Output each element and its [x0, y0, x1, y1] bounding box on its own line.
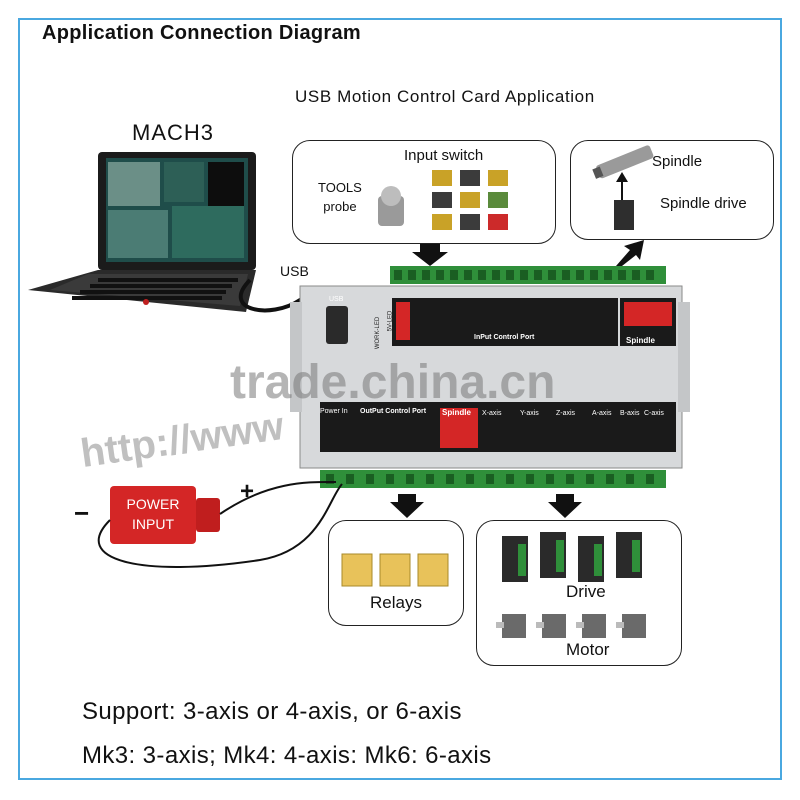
power-minus-sign: −	[74, 498, 90, 528]
work-led-label: WORK-LED	[375, 316, 382, 350]
axis-c-label: C-axis	[644, 410, 664, 417]
input-arrow	[412, 244, 448, 266]
usb-cable-label: USB	[280, 263, 309, 279]
output-port-label: OutPut Control Port	[360, 408, 427, 415]
spindle-drive-label: Spindle drive	[660, 195, 747, 212]
power-wires	[97, 480, 343, 568]
power-input-label: POWER INPUT	[126, 496, 180, 532]
drive-images	[502, 532, 642, 582]
axis-z-label: Z-axis	[556, 410, 576, 417]
laptop-image	[28, 152, 256, 312]
watermark-trade-china: trade.china.cn	[230, 356, 556, 409]
motor-label: Motor	[566, 640, 610, 659]
drive-arrow	[548, 494, 582, 518]
spindle-arrow	[616, 240, 644, 266]
spindle-image	[592, 145, 654, 230]
relay-images	[341, 553, 449, 587]
spindle-port-top-label: Spindle	[626, 336, 655, 345]
axis-y-label: Y-axis	[520, 410, 539, 417]
models-text: Mk3: 3-axis; Mk4: 4-axis: Mk6: 6-axis	[82, 742, 492, 769]
input-switch-box	[292, 140, 556, 244]
relay-arrow	[390, 494, 424, 518]
spindle-label: Spindle	[652, 153, 703, 170]
diagram-title: Application Connection Diagram	[42, 22, 362, 44]
power-input-connector	[196, 498, 220, 532]
5v-led-label: 5V-LED	[387, 310, 394, 332]
axis-b-label: B-axis	[620, 410, 640, 417]
motion-control-board	[290, 266, 690, 488]
power-input-block: POWER INPUT	[110, 486, 196, 544]
diagram-subtitle: USB Motion Control Card Application	[295, 87, 595, 106]
axis-x-label: X-axis	[482, 410, 502, 417]
drive-label: Drive	[566, 582, 606, 601]
relays-label: Relays	[370, 593, 422, 612]
axis-a-label: A-axis	[592, 410, 612, 417]
diagram-frame	[18, 18, 782, 780]
spindle-box	[570, 140, 774, 240]
switch-images	[378, 170, 508, 230]
input-port-label: InPut Control Port	[474, 334, 535, 341]
input-switch-label: Input switch	[404, 147, 484, 164]
power-plus-sign: +	[240, 478, 255, 505]
tools-probe-label: TOOLS probe	[318, 180, 362, 214]
spindle-port-bottom-label: Spindle	[442, 408, 471, 417]
usb-port-label: USB	[329, 296, 344, 303]
motor-images	[496, 614, 646, 638]
power-in-label: Power In	[320, 408, 348, 415]
mach3-label: MACH3	[132, 120, 215, 145]
support-text: Support: 3-axis or 4-axis, or 6-axis	[82, 698, 462, 725]
